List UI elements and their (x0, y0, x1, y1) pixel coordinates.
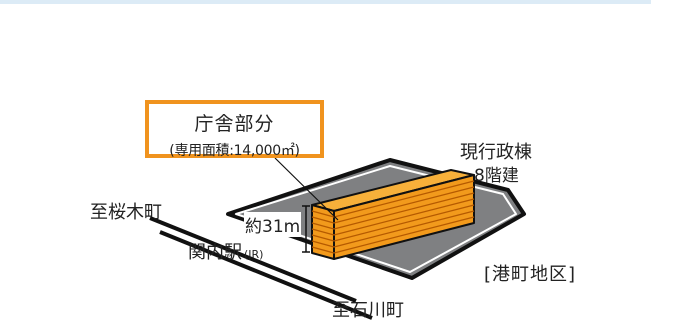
callout-title: 庁舎部分 (194, 113, 275, 135)
callout-subtitle: (専用面積:14,000㎡) (169, 143, 300, 159)
building-height-label: 約31m (244, 212, 302, 237)
rail-line-lower (159, 230, 373, 320)
building-name-label: 現行政棟 (460, 142, 532, 163)
building-floors-label: 8階建 (474, 166, 519, 186)
office-section-callout: 庁舎部分 (専用面積:14,000㎡) (145, 100, 324, 159)
to-sakuragicho-label: 至桜木町 (90, 202, 162, 223)
district-label: [港町地区] (484, 264, 577, 285)
callout-leader-line (274, 157, 339, 221)
rail-line-upper (149, 216, 357, 303)
header-band (0, 0, 651, 4)
site-inner-border (235, 165, 517, 273)
station-label: 関内駅(JR) (188, 244, 263, 262)
building-front-floor-lines (311, 210, 335, 254)
station-name: 関内駅 (188, 242, 242, 263)
station-line: (JR) (244, 248, 264, 261)
building-floor-lines (333, 180, 475, 254)
to-ishikawacho-label: 至石川町 (332, 300, 404, 321)
